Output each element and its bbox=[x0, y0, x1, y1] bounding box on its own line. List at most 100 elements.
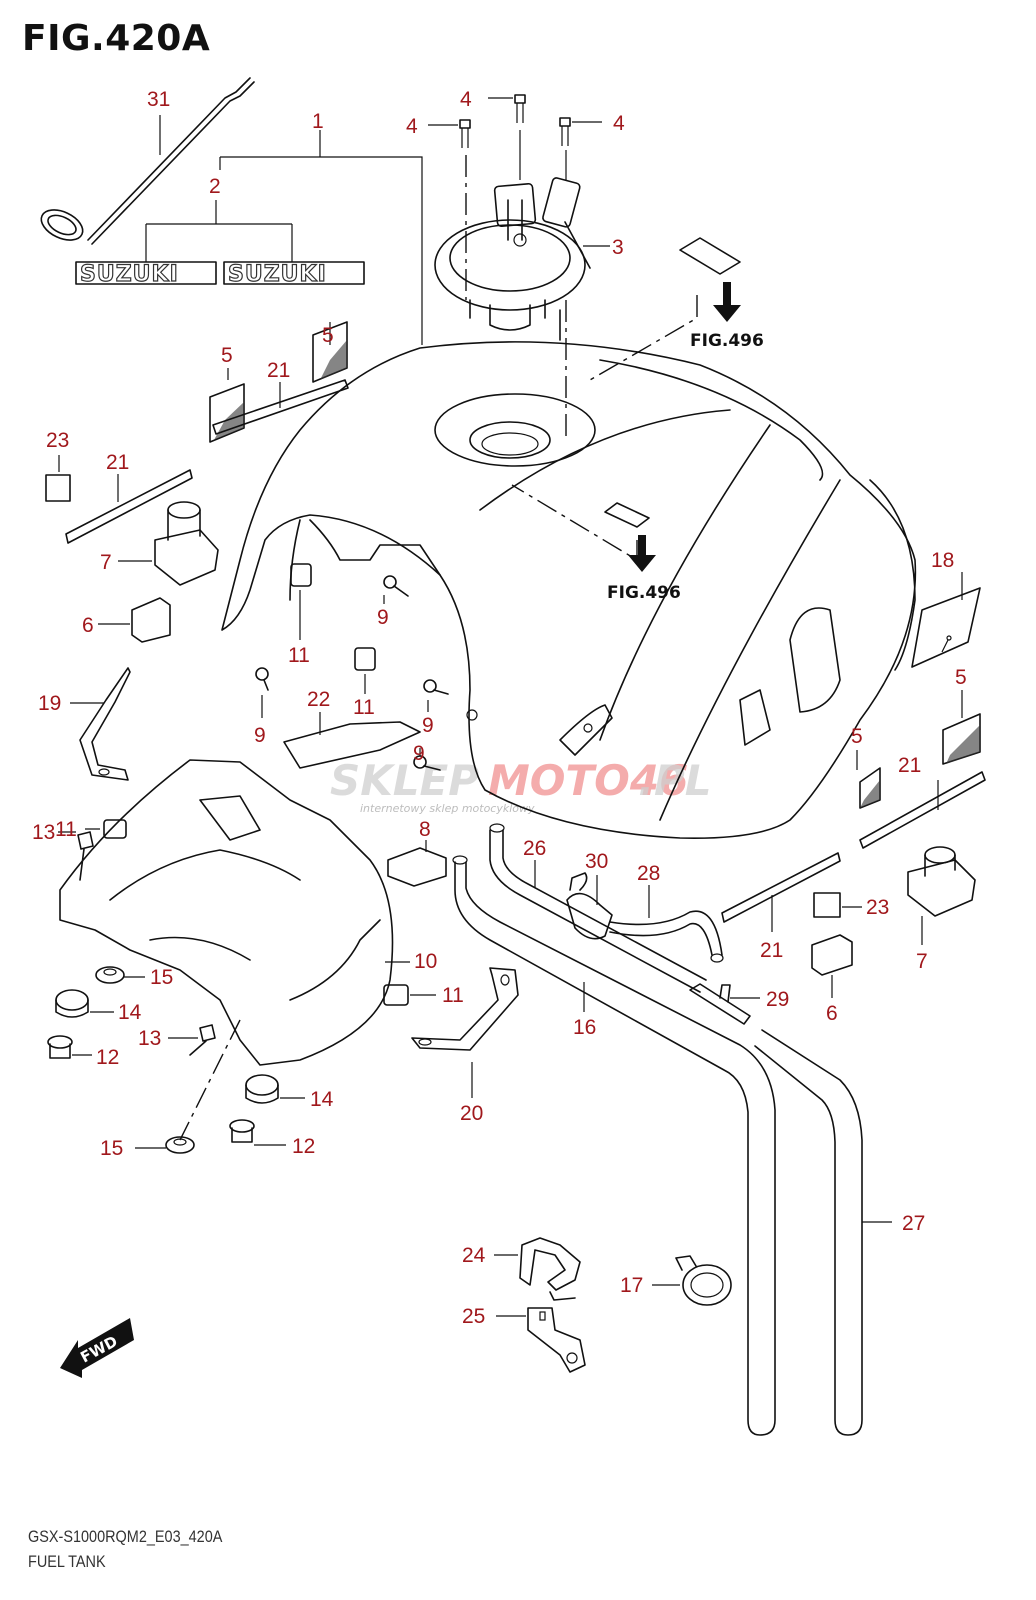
callout-10[interactable]: 10 bbox=[414, 950, 437, 973]
callout-7[interactable]: 7 bbox=[100, 551, 112, 574]
callout-4[interactable]: 4 bbox=[613, 112, 625, 135]
callout-15[interactable]: 15 bbox=[100, 1137, 123, 1160]
callout-4[interactable]: 4 bbox=[460, 88, 472, 111]
callout-labels: 1 2 3 4 4 4 5 5 5 5 6 6 7 7 8 9 9 9 9 10… bbox=[32, 88, 967, 1328]
callout-8[interactable]: 8 bbox=[419, 818, 431, 841]
part-4-bolts[interactable] bbox=[428, 94, 602, 300]
callout-18[interactable]: 18 bbox=[931, 549, 954, 572]
part-31-rod[interactable] bbox=[37, 77, 255, 246]
callout-23[interactable]: 23 bbox=[866, 896, 889, 919]
callout-9[interactable]: 9 bbox=[254, 724, 266, 747]
fig-ref-label: FIG.496 bbox=[690, 331, 764, 351]
part-21-trims[interactable] bbox=[65, 379, 986, 932]
figure-name: FUEL TANK bbox=[28, 1552, 106, 1571]
part-27-hose[interactable] bbox=[754, 1029, 892, 1436]
callout-12[interactable]: 12 bbox=[292, 1135, 315, 1158]
part-19-bracket[interactable] bbox=[70, 667, 131, 781]
down-arrow-icon bbox=[713, 282, 741, 322]
part-26-hose[interactable] bbox=[489, 823, 707, 993]
part-15-grommets[interactable] bbox=[95, 966, 241, 1154]
part-2-emblem-right[interactable]: SUZUKI bbox=[223, 261, 365, 288]
watermark-suffix: .PL bbox=[638, 756, 712, 805]
watermark-tagline: internetowy sklep motocyklowy bbox=[360, 802, 535, 815]
watermark-brand-b: MOTO46 bbox=[488, 756, 688, 805]
watermark: SKLEP MOTO46 .PL internetowy sklep motoc… bbox=[330, 756, 712, 815]
callout-6[interactable]: 6 bbox=[826, 1002, 838, 1025]
callout-5[interactable]: 5 bbox=[955, 666, 967, 689]
callout-20[interactable]: 20 bbox=[460, 1102, 483, 1125]
watermark-brand-a: SKLEP bbox=[330, 756, 479, 805]
part-29-joint[interactable] bbox=[689, 983, 760, 1025]
model-code: GSX-S1000RQM2_E03_420A bbox=[28, 1527, 223, 1546]
callout-3[interactable]: 3 bbox=[612, 236, 624, 259]
part-30-clamp[interactable] bbox=[566, 872, 613, 940]
callout-19[interactable]: 19 bbox=[38, 692, 61, 715]
callout-21[interactable]: 21 bbox=[760, 939, 783, 962]
callout-6[interactable]: 6 bbox=[82, 614, 94, 637]
part-12-collars[interactable] bbox=[47, 1035, 286, 1146]
callout-17[interactable]: 17 bbox=[620, 1274, 643, 1297]
callout-9[interactable]: 9 bbox=[413, 742, 425, 765]
part-6-cushions[interactable] bbox=[98, 597, 853, 998]
callout-25[interactable]: 25 bbox=[462, 1305, 485, 1328]
part-8-pad[interactable] bbox=[387, 840, 447, 887]
callout-11[interactable]: 11 bbox=[288, 644, 310, 667]
callout-11[interactable]: 11 bbox=[55, 818, 77, 841]
callout-27[interactable]: 27 bbox=[902, 1212, 925, 1235]
part-2-emblem-left[interactable]: SUZUKI bbox=[75, 261, 217, 288]
fig-496-ref-middle[interactable]: FIG.496 bbox=[511, 484, 681, 603]
callout-2[interactable]: 2 bbox=[209, 175, 221, 198]
part-18-label[interactable] bbox=[911, 572, 981, 668]
callout-12[interactable]: 12 bbox=[96, 1046, 119, 1069]
part-1-fuel-tank[interactable] bbox=[221, 309, 917, 839]
callout-7[interactable]: 7 bbox=[916, 950, 928, 973]
part-28-hose[interactable] bbox=[609, 885, 724, 963]
callout-21[interactable]: 21 bbox=[106, 451, 129, 474]
part-23-pads[interactable] bbox=[45, 455, 862, 918]
part-16-hose[interactable] bbox=[452, 855, 776, 1436]
callout-9[interactable]: 9 bbox=[422, 714, 434, 737]
callout-21[interactable]: 21 bbox=[267, 359, 290, 382]
part-24-clamp[interactable] bbox=[494, 1237, 581, 1301]
part-9-bolts[interactable] bbox=[255, 575, 449, 771]
callout-21[interactable]: 21 bbox=[898, 754, 921, 777]
callout-1[interactable]: 1 bbox=[312, 110, 324, 133]
fwd-direction-marker: FWD bbox=[60, 1318, 134, 1378]
callout-16[interactable]: 16 bbox=[573, 1016, 596, 1039]
part-22-sheet[interactable] bbox=[283, 712, 421, 769]
callout-5[interactable]: 5 bbox=[322, 324, 334, 347]
part-13-bolts[interactable] bbox=[58, 831, 216, 1056]
callout-13[interactable]: 13 bbox=[32, 821, 55, 844]
callout-13[interactable]: 13 bbox=[138, 1027, 161, 1050]
part-5-pads[interactable] bbox=[209, 321, 981, 809]
part-17-clip[interactable] bbox=[652, 1255, 732, 1306]
fig-496-ref-top[interactable]: FIG.496 bbox=[589, 237, 764, 385]
part-11-clips[interactable] bbox=[85, 563, 436, 1006]
callout-29[interactable]: 29 bbox=[766, 988, 789, 1011]
callout-28[interactable]: 28 bbox=[637, 862, 660, 885]
callout-30[interactable]: 30 bbox=[585, 850, 608, 873]
part-25-bracket[interactable] bbox=[496, 1307, 586, 1373]
callout-5[interactable]: 5 bbox=[221, 344, 233, 367]
part-14-grommets[interactable] bbox=[55, 989, 305, 1104]
callout-15[interactable]: 15 bbox=[150, 966, 173, 989]
callout-22[interactable]: 22 bbox=[307, 688, 330, 711]
part-20-bracket[interactable] bbox=[411, 967, 519, 1098]
callout-11[interactable]: 11 bbox=[353, 696, 375, 719]
callout-9[interactable]: 9 bbox=[377, 606, 389, 629]
part-3-fuel-cap[interactable] bbox=[434, 177, 610, 440]
callout-26[interactable]: 26 bbox=[523, 837, 546, 860]
part-10-cover[interactable] bbox=[59, 759, 410, 1066]
callout-31[interactable]: 31 bbox=[147, 88, 170, 111]
down-arrow-icon bbox=[628, 535, 656, 572]
part-7-dampers[interactable] bbox=[118, 501, 976, 945]
callout-14[interactable]: 14 bbox=[310, 1088, 334, 1111]
callout-4[interactable]: 4 bbox=[406, 115, 418, 138]
callout-24[interactable]: 24 bbox=[462, 1244, 486, 1267]
callout-5[interactable]: 5 bbox=[851, 725, 863, 748]
callout-11[interactable]: 11 bbox=[442, 984, 464, 1007]
callout-23[interactable]: 23 bbox=[46, 429, 69, 452]
callout-14[interactable]: 14 bbox=[118, 1001, 142, 1024]
